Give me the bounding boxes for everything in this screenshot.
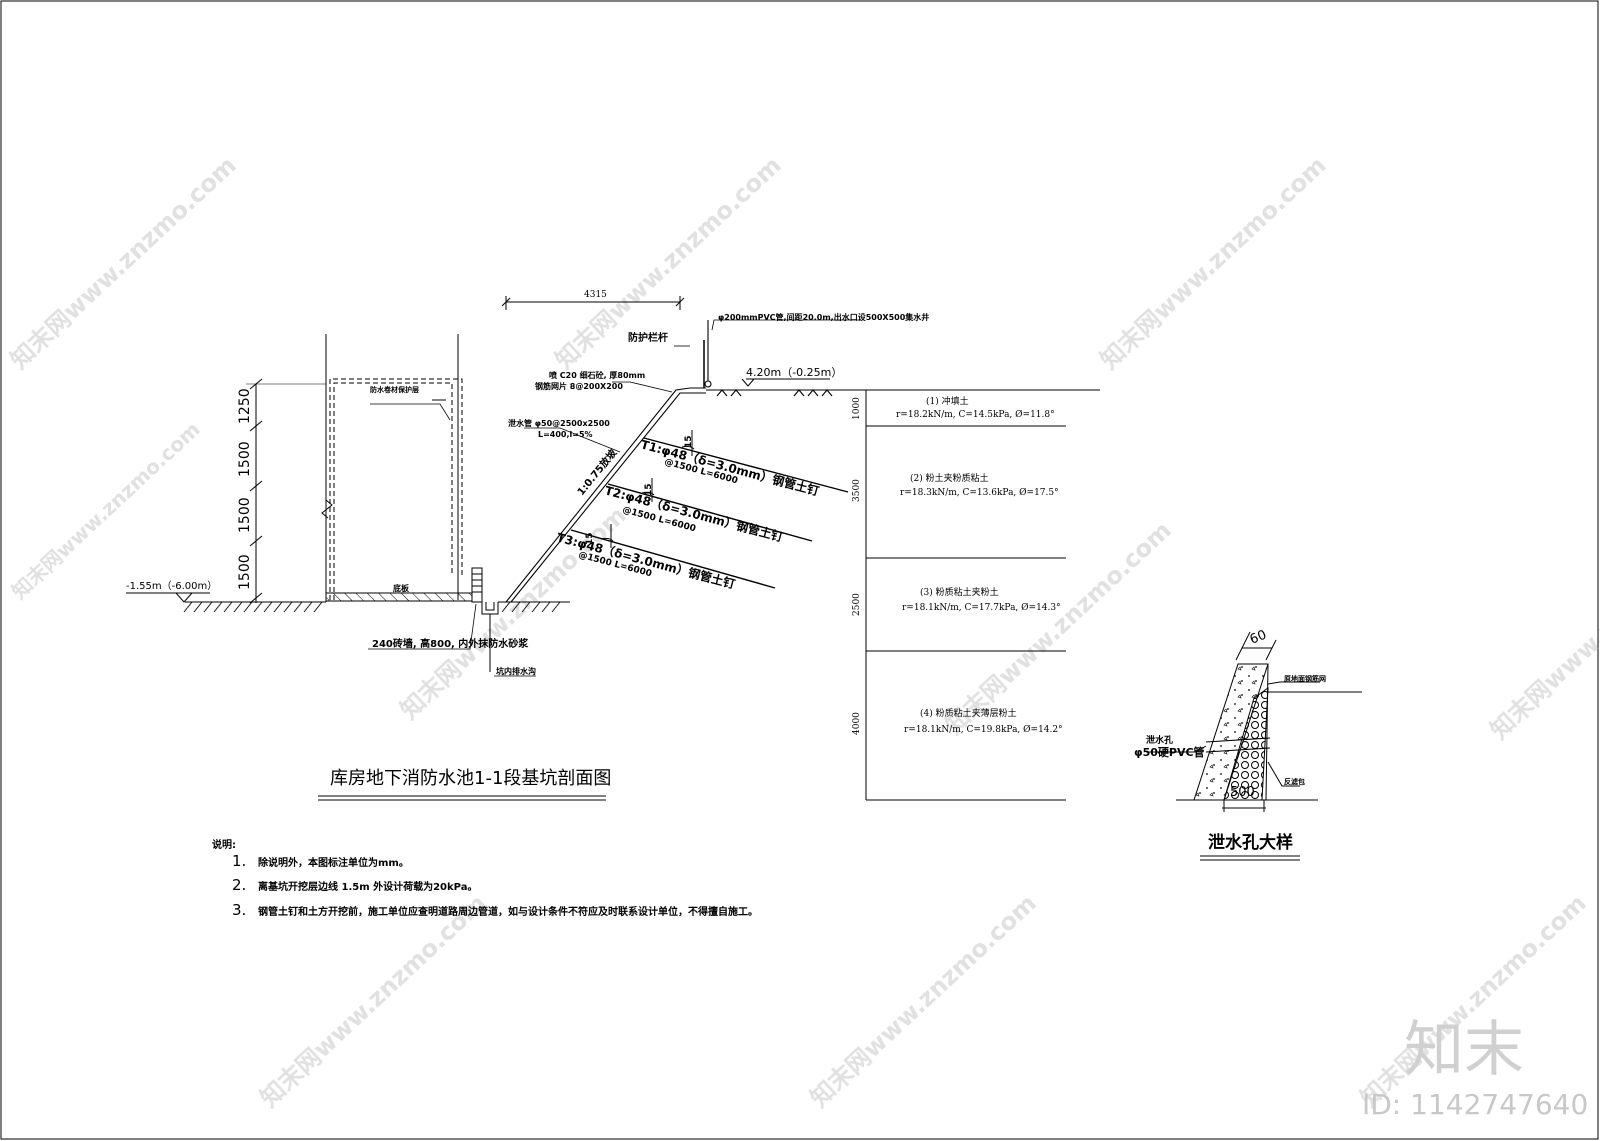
nail-t2-angle: 15 xyxy=(644,483,654,496)
sump-label: 坑内排水沟 xyxy=(496,666,536,676)
pool-structure xyxy=(321,334,499,672)
watermark-7: 知末网www.znzmo.com xyxy=(1485,521,1600,744)
detail-top-label: 原地面钢筋网 xyxy=(1284,674,1326,683)
watermarks: 知末网www.znzmo.com 知末网www.znzmo.com 知末网www… xyxy=(5,151,1600,1112)
watermark-5: 知末网www.znzmo.com xyxy=(395,501,632,724)
detail-drain-label: 泄水孔 xyxy=(1146,734,1173,746)
left-elevation-label: -1.55m（-6.00m） xyxy=(126,580,217,592)
layer-2-name: (2) 粉土夹粉质粘土 xyxy=(910,472,989,484)
top-dimension xyxy=(501,296,685,310)
leader-lines xyxy=(368,319,860,677)
soil-layer-descriptions: (1) 冲填土 r=18.2kN/m, C=14.5kPa, Ø=11.8° (… xyxy=(896,395,1063,735)
layer-4-props: r=18.1kN/m, C=19.8kPa, Ø=14.2° xyxy=(904,724,1063,735)
watermark-6: 知末网www.znzmo.com xyxy=(940,516,1177,739)
nail-t3-angle: 15 xyxy=(585,532,595,545)
layer-2-props: r=18.3kN/m, C=13.6kPa, Ø=17.5° xyxy=(900,487,1059,498)
shotcrete-label: 喷 C20 细石砼, 厚80mm xyxy=(549,370,645,380)
note-2-text: 离基坑开挖层边线 1.5m 外设计荷载为20kPa。 xyxy=(258,880,477,893)
note-3-text: 钢管土钉和土方开挖前，施工单位应查明道路周边管道，如与设计条件不符应及时联系设计… xyxy=(258,905,758,918)
left-dimensions xyxy=(246,378,326,604)
drain-hole-detail-labels: 60 500 泄水孔 φ50硬PVC管 原地面钢筋网 反滤包 泄水孔大样 xyxy=(1134,628,1326,853)
nail-t3 xyxy=(570,529,776,589)
drain-pipe-label: 泄水管 φ50@2500x2500 xyxy=(508,418,610,428)
watermark-2: 知末网www.znzmo.com xyxy=(550,151,787,374)
detail-pvc-label: φ50硬PVC管 xyxy=(1134,745,1205,759)
layer-3-props: r=18.1kN/m, C=17.7kPa, Ø=14.3° xyxy=(902,602,1061,613)
dim-1500-c: 1500 xyxy=(237,554,253,590)
pvc-note: φ200mmPVC管,间距20.0m,出水口设500X500集水井 xyxy=(718,312,929,322)
layer-3-thickness: 2500 xyxy=(852,593,862,616)
notes-heading: 说明: xyxy=(212,838,236,851)
layer-1-name: (1) 冲填土 xyxy=(926,395,969,407)
watermark-4: 知末网www.znzmo.com xyxy=(7,417,205,604)
layer-2-thickness: 3500 xyxy=(852,479,862,502)
watermark-1: 知末网www.znzmo.com xyxy=(5,151,242,374)
dim-1250: 1250 xyxy=(237,388,253,424)
main-title: 库房地下消防水池1-1段基坑剖面图 xyxy=(330,768,611,789)
nail-t2 xyxy=(607,483,813,542)
floor-label: 底板 xyxy=(392,583,410,593)
watermark-8: 知末网www.znzmo.com xyxy=(255,889,492,1112)
layer-4-name: (4) 粉质粘土夹薄层粉土 xyxy=(920,707,1017,719)
layer-3-name: (3) 粉质粘土夹粉土 xyxy=(920,586,999,598)
dim-1500-b: 1500 xyxy=(237,497,253,533)
soil-nails xyxy=(570,437,849,589)
layer-1-props: r=18.2kN/m, C=14.5kPa, Ø=11.8° xyxy=(896,409,1055,420)
note-2-num: 2. xyxy=(232,876,246,894)
detail-dim-500: 500 xyxy=(1230,785,1255,800)
layer-4-thickness: 4000 xyxy=(852,712,862,735)
layer-1-thickness: 1000 xyxy=(852,397,862,420)
watermark-9: 知末网www.znzmo.com xyxy=(805,889,1042,1112)
note-1-num: 1. xyxy=(232,852,246,870)
ground-surface xyxy=(183,601,570,613)
waterproof-label: 防水卷材保护层 xyxy=(370,385,419,394)
brand-logo: 知末 xyxy=(1404,1015,1524,1085)
top-dim-label: 4315 xyxy=(584,290,607,300)
nail-angle-marks xyxy=(600,430,695,548)
detail-stone-label: 反滤包 xyxy=(1284,777,1305,786)
railing-label: 防护栏杆 xyxy=(628,331,668,344)
image-id: ID: 1142747640 xyxy=(1362,1088,1588,1121)
top-elevation-label: 4.20m（-0.25m） xyxy=(746,366,842,379)
note-3-num: 3. xyxy=(232,901,246,919)
brick-wall-label: 240砖墙, 高800, 内外抹防水砂浆 xyxy=(372,637,529,650)
dim-1500-a: 1500 xyxy=(237,441,253,477)
excavation-slope xyxy=(505,320,1100,603)
soil-layer-lines xyxy=(865,390,1066,801)
left-dimension-labels: 1250 1500 1500 1500 xyxy=(237,388,253,590)
drain-hole-detail xyxy=(1146,631,1362,812)
top-elevation-marker xyxy=(741,378,830,387)
note-1-text: 除说明外，本图标注单位为mm。 xyxy=(258,856,409,869)
drain-pipe-spec: L=400,i=5% xyxy=(538,430,593,439)
nail-t1-angle: 15 xyxy=(684,435,694,448)
watermark-3: 知末网www.znzmo.com xyxy=(1095,151,1332,374)
left-elevation-marker xyxy=(126,592,210,603)
nail-t1 xyxy=(643,437,849,493)
detail-title: 泄水孔大样 xyxy=(1208,832,1293,853)
notes-block: 说明: 1. 除说明外，本图标注单位为mm。 2. 离基坑开挖层边线 1.5m … xyxy=(212,838,758,919)
nail-labels: T1:φ48（δ=3.0mm）钢管土钉 @1500 L=6000 15 T2:φ… xyxy=(555,435,821,591)
soil-layer-thickness: 1000 3500 2500 4000 xyxy=(852,397,862,735)
detail-dim-60: 60 xyxy=(1248,628,1269,648)
mesh-label: 钢筋网片 8@200X200 xyxy=(535,381,623,391)
